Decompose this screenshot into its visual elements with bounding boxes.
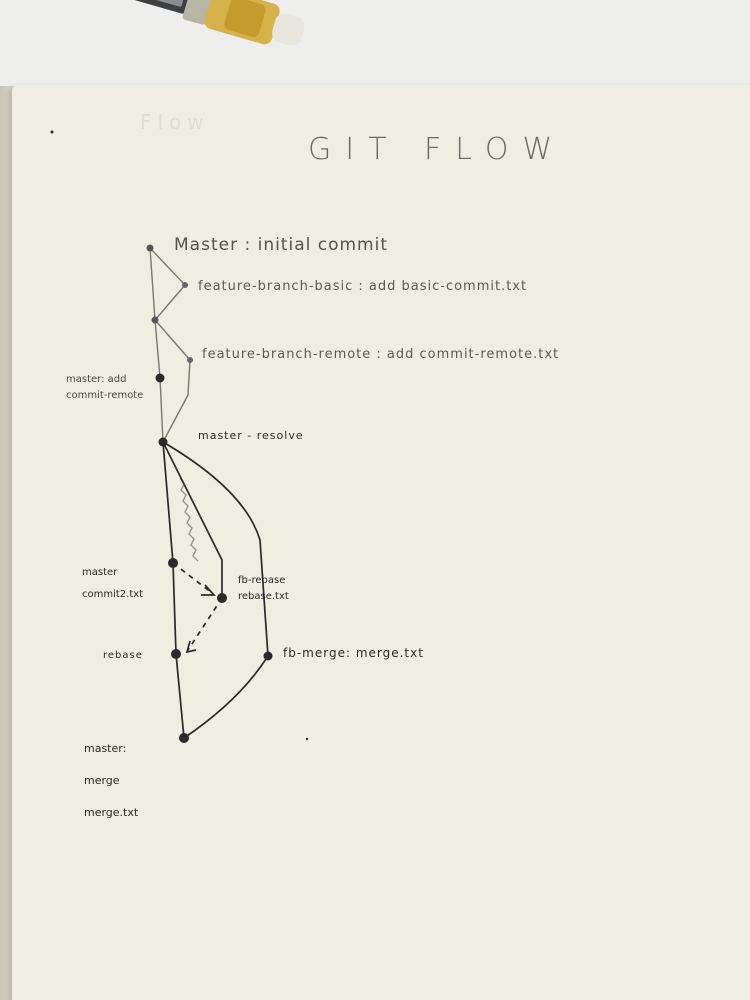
ghost-text: Flow [140,110,210,134]
label-fb-merge: fb-merge: merge.txt [283,646,424,660]
edge-rebase-merge [175,653,185,739]
commit-dot [179,733,189,743]
dashed-master2-fbrebase [172,562,213,594]
page-mark [305,737,309,741]
commit-dot [168,558,178,568]
edge-resolve-rebase [162,441,223,598]
edge-fbmerge-merge [183,655,269,739]
scribble [179,477,199,562]
commit-dot [263,651,273,661]
dashed-fbrebase-rebase [187,597,223,651]
commit-dot [187,357,193,363]
arrow-head-1 [201,584,216,596]
commit-dot [171,649,181,659]
edge-master-resolve [159,377,164,443]
commit-dot [182,282,188,288]
edge-initial-basic [149,247,186,286]
commit-dot [155,373,165,383]
label-master-merge: master: merge merge.txt [84,742,139,819]
page-mark [50,130,54,134]
edge-remote-resolve [162,359,191,443]
edge-basic-mid [154,284,186,321]
edge-master2-rebase [172,562,177,655]
edge-mid-master [154,319,161,379]
page-title: GIT FLOW [308,132,567,167]
commit-dot [217,593,227,603]
label-feature-remote: feature-branch-remote : add commit-remot… [202,347,560,362]
edge-initial-mid [149,247,156,321]
label-fb-rebase: fb-rebase rebase.txt [238,575,289,602]
commit-dot [151,316,159,324]
label-rebase: rebase [103,650,143,661]
label-master-commit2: master commit2.txt [82,567,144,600]
commit-dot [146,244,154,252]
label-master-initial: Master : initial commit [174,235,389,255]
edge-mid-remote [154,319,191,361]
edge-resolve-master2 [162,441,174,564]
commit-dot [158,437,168,447]
notebook-page [12,85,750,1000]
label-master-add-commit-remote: master: add commit-remote [66,374,144,401]
arrow-head-2 [185,640,197,654]
label-master-resolve: master - resolve [198,429,304,442]
pen-icon [109,0,305,46]
label-feature-basic: feature-branch-basic : add basic-commit.… [198,279,528,294]
edge-resolve-fbmerge [162,441,269,657]
